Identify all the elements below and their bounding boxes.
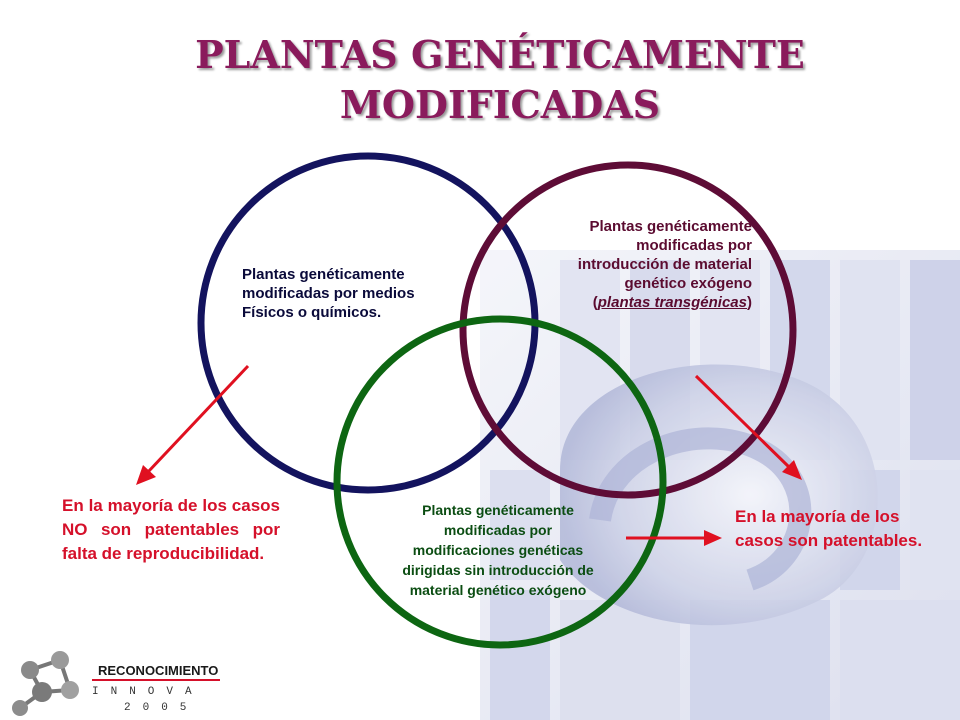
label-line-transgenic: (plantas transgénicas) — [520, 293, 752, 312]
paren-open: ( — [592, 294, 598, 311]
circle-label-directed: Plantas genéticamente modificadas por mo… — [368, 500, 628, 600]
transgenic-term: plantas transgénicas — [597, 294, 747, 311]
arrow-right — [694, 374, 802, 480]
label-line: modificadas por — [443, 522, 553, 538]
note-not-patentable: En la mayoría de los casos NO son patent… — [62, 496, 280, 563]
label-line: material genético exógeno — [409, 582, 587, 598]
label-line: Plantas genéticamente — [422, 502, 574, 518]
label-line: Físicos o químicos. — [242, 304, 382, 321]
decorative-grid — [480, 250, 960, 720]
label-line: Plantas genéticamente — [589, 218, 752, 235]
note-patentable: En la mayoría de los casos son patentabl… — [735, 507, 923, 550]
logo-name: RECONOCIMIENTO — [98, 663, 219, 678]
logo-molecule-icon — [12, 651, 220, 716]
logo-sub: INNOVA — [92, 686, 204, 698]
label-line: modificadas por medios — [242, 285, 415, 302]
label-line: introducción de material — [577, 256, 752, 273]
label-line: Plantas genéticamente — [242, 266, 405, 283]
logo-year: 2005 — [124, 702, 199, 714]
circle-transgenic — [459, 161, 797, 499]
page-title-line1: PLANTAS GENÉTICAMENTE — [195, 32, 805, 77]
arrow-center — [626, 530, 722, 546]
arrow-left — [136, 364, 250, 485]
circle-label-physical-chemical: Plantas genéticamente modificadas por me… — [242, 265, 472, 322]
circle-label-transgenic: Plantas genéticamente modificadas por in… — [520, 217, 752, 312]
circle-directed — [333, 315, 667, 649]
label-line: modificadas por — [636, 237, 752, 254]
label-line: dirigidas sin introducción de — [402, 562, 594, 578]
label-line: modificaciones genéticas — [412, 542, 584, 558]
label-line: genético exógeno — [624, 275, 752, 292]
page-title-line2: MODIFICADAS — [339, 82, 661, 127]
paren-close: ) — [747, 294, 752, 311]
